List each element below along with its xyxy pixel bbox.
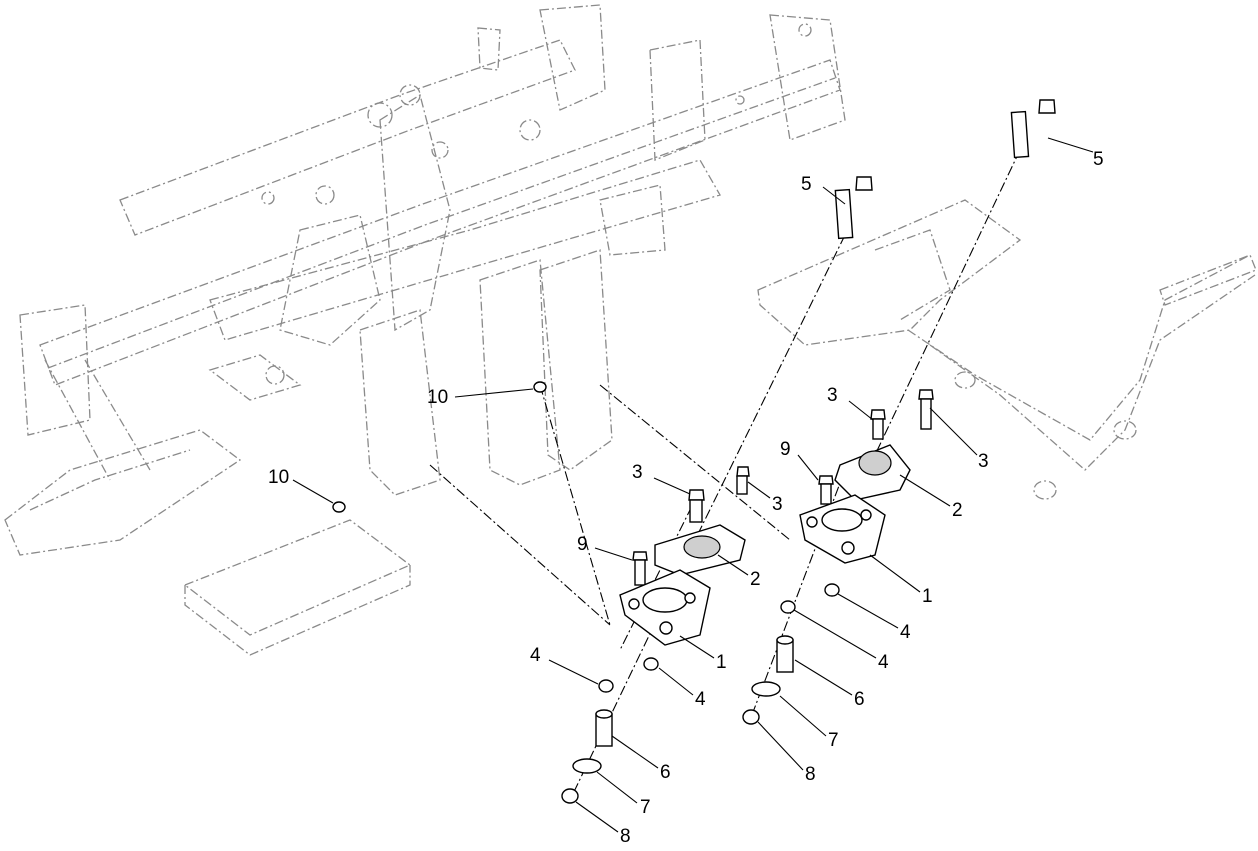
callout-3-left-a: 3 xyxy=(632,462,643,483)
bolt-long-left xyxy=(834,176,873,240)
callout-2-right: 2 xyxy=(952,500,963,521)
callout-1-left: 1 xyxy=(716,652,727,673)
callout-9-left: 9 xyxy=(577,534,588,555)
callout-6-left: 6 xyxy=(660,762,671,783)
leader-lines xyxy=(292,137,1094,833)
right-mount-stack xyxy=(742,389,934,725)
callout-10-upper: 10 xyxy=(427,387,448,408)
callout-6-right: 6 xyxy=(854,689,865,710)
callout-2-left: 2 xyxy=(750,569,761,590)
callout-3-right-b: 3 xyxy=(978,451,989,472)
chassis-frame xyxy=(4,4,846,656)
nut-10-upper xyxy=(533,381,547,393)
callout-4-right-b: 4 xyxy=(878,652,889,673)
parts xyxy=(332,99,1056,804)
callout-10-lower: 10 xyxy=(268,467,289,488)
callout-5-bolt-right: 5 xyxy=(1093,149,1104,170)
callout-4-left-a: 4 xyxy=(530,645,541,666)
callout-3-left-b: 3 xyxy=(772,494,783,515)
callout-4-left-b: 4 xyxy=(695,689,706,710)
bolt-long-right xyxy=(1010,99,1056,159)
callout-4-right-a: 4 xyxy=(900,622,911,643)
callout-labels: 5 5 3 3 9 2 1 4 4 10 10 3 3 9 2 1 4 4 6 … xyxy=(268,149,1104,847)
nut-10-lower xyxy=(332,501,346,513)
right-mount-bracket xyxy=(757,199,1257,500)
callout-3-right-a: 3 xyxy=(827,385,838,406)
left-mount-stack xyxy=(561,466,750,804)
callout-8-left: 8 xyxy=(620,826,631,847)
assembly-axes xyxy=(429,149,1021,801)
callout-1-right: 1 xyxy=(922,586,933,607)
callout-5-bolt-left: 5 xyxy=(801,174,812,195)
callout-7-left: 7 xyxy=(640,797,651,818)
callout-9-right: 9 xyxy=(780,439,791,460)
callout-8-right: 8 xyxy=(805,764,816,785)
callout-7-right: 7 xyxy=(828,730,839,751)
